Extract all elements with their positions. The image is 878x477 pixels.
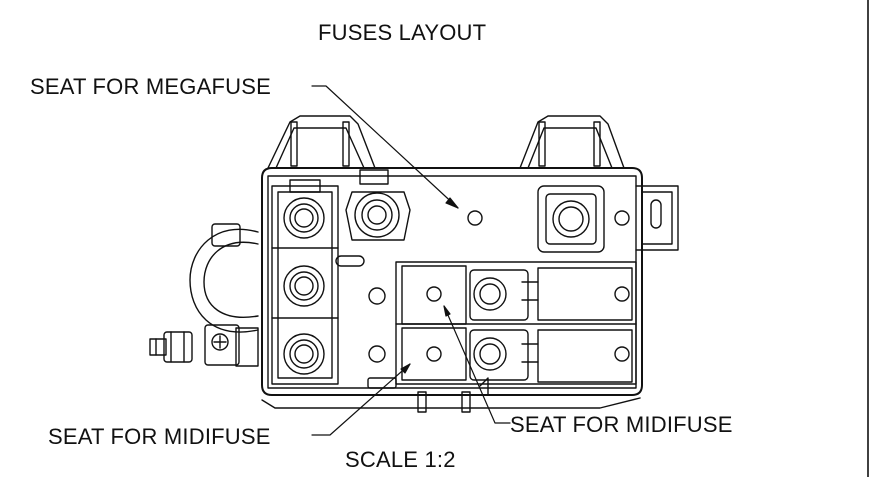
drawing-title: FUSES LAYOUT	[318, 20, 487, 45]
leader-midifuse-right	[443, 305, 511, 424]
housing-outline	[261, 167, 643, 409]
bottom-connector-pins	[367, 377, 471, 413]
left-stud-column	[271, 179, 339, 385]
top-mounting-tab-left	[267, 115, 376, 169]
main-stud-nut	[335, 169, 411, 267]
callout-midifuse-right: SEAT FOR MIDIFUSE	[510, 412, 733, 437]
leader-megafuse	[311, 85, 459, 209]
midifuse-seats-block	[395, 261, 637, 395]
top-mounting-tab-right	[519, 115, 625, 169]
callout-midifuse-left: SEAT FOR MIDIFUSE	[48, 424, 271, 449]
right-stud-block	[537, 185, 630, 253]
callout-megafuse: SEAT FOR MEGAFUSE	[30, 74, 271, 99]
scale-note: SCALE 1:2	[345, 447, 456, 472]
right-side-latch	[635, 185, 679, 251]
battery-terminal-clamp	[149, 223, 259, 367]
leader-midifuse-left	[311, 363, 411, 436]
megafuse-seat	[368, 210, 483, 363]
